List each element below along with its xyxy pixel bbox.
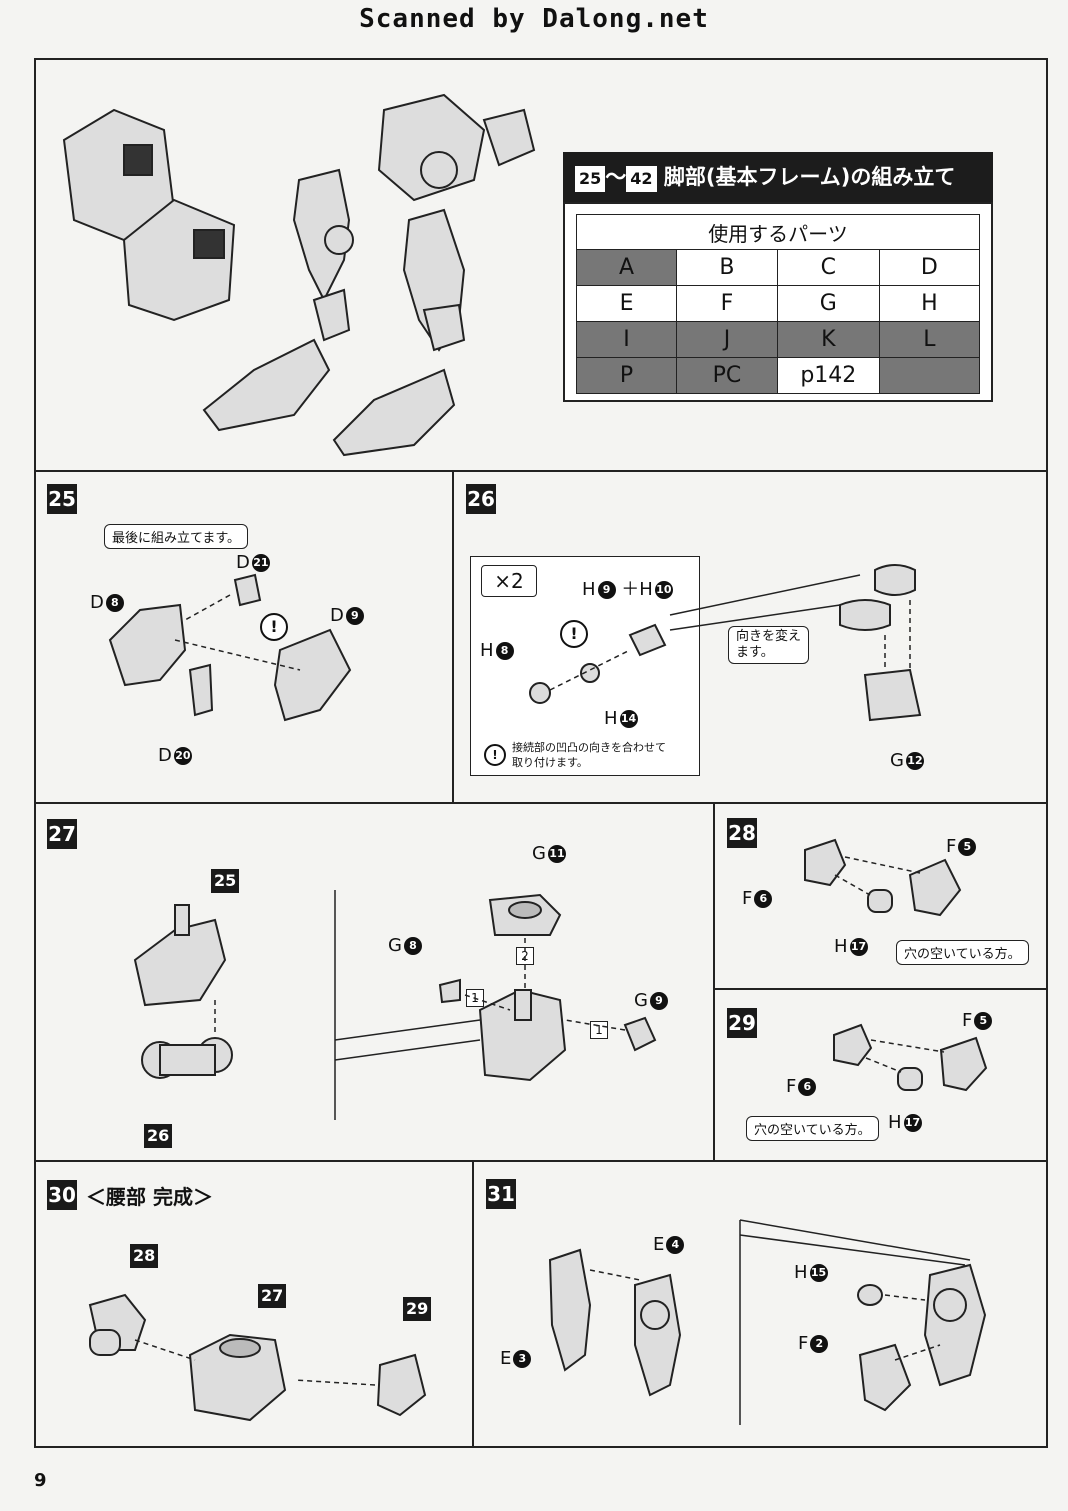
step-29-callout: 穴の空いている方。 bbox=[746, 1116, 879, 1141]
parts-row-3: I J K L bbox=[575, 321, 981, 358]
part-cell: I bbox=[575, 321, 678, 358]
part-cell: E bbox=[575, 285, 678, 322]
divider-bottom bbox=[36, 1160, 1046, 1162]
parts-row-4: P PC p142 bbox=[575, 357, 981, 394]
step-26-illustration bbox=[529, 564, 922, 722]
parts-row-2: E F G H bbox=[575, 285, 981, 322]
step-28-badge: 28 bbox=[727, 818, 757, 848]
part-cell: PC bbox=[676, 357, 778, 394]
step-31-badge: 31 bbox=[486, 1179, 516, 1209]
part-cell: H bbox=[878, 285, 981, 322]
step-28-callout: 穴の空いている方。 bbox=[896, 940, 1029, 965]
step-25-badge: 25 bbox=[47, 484, 77, 514]
part-cell: A bbox=[575, 249, 678, 286]
sub-step-25-badge: 25 bbox=[211, 869, 240, 893]
part-cell bbox=[878, 357, 981, 394]
warning-icon: ! bbox=[260, 613, 288, 641]
part-cell: K bbox=[776, 321, 880, 358]
step-25-illustration bbox=[108, 573, 352, 722]
range-separator: ～ bbox=[605, 165, 627, 189]
step-26-callout: 向きを変え ます。 bbox=[728, 626, 810, 664]
parts-row-1: A B C D bbox=[575, 249, 981, 286]
parts-title-text: 脚部(基本フレーム)の組み立て bbox=[663, 165, 956, 189]
warning-icon: ! bbox=[560, 620, 588, 648]
step-25-callout: 最後に組み立てます。 bbox=[104, 524, 249, 549]
range-start-badge: 25 bbox=[575, 166, 606, 192]
step-28-illustration bbox=[804, 838, 962, 917]
divider-27-28 bbox=[713, 802, 715, 1160]
divider-mid bbox=[36, 802, 1046, 804]
step-30-badge: 30 bbox=[47, 1180, 77, 1210]
step-29-illustration bbox=[833, 1023, 988, 1092]
sub-step-28-badge: 28 bbox=[130, 1244, 159, 1268]
step-29-badge: 29 bbox=[727, 1008, 757, 1038]
sub-step-29-badge: 29 bbox=[403, 1297, 432, 1321]
part-cell: D bbox=[878, 249, 981, 286]
multiplier-badge: ×2 bbox=[481, 565, 537, 597]
part-cell: B bbox=[676, 249, 778, 286]
parts-section-title: 25～42 脚部(基本フレーム)の組み立て bbox=[563, 152, 993, 202]
sub-step-27-badge: 27 bbox=[258, 1284, 287, 1308]
leg-parts-overview-illustration bbox=[62, 93, 536, 457]
note-warning-icon: ! bbox=[484, 744, 506, 766]
part-cell: F bbox=[676, 285, 778, 322]
step-27-badge: 27 bbox=[47, 819, 77, 849]
step-30-title: ＜腰部 完成＞ bbox=[86, 1185, 213, 1209]
step-27-illustration bbox=[133, 890, 657, 1120]
step-26-badge: 26 bbox=[466, 484, 496, 514]
divider-top bbox=[36, 470, 1046, 472]
part-cell: C bbox=[776, 249, 880, 286]
part-cell: L bbox=[878, 321, 981, 358]
part-cell: P bbox=[575, 357, 678, 394]
range-end-badge: 42 bbox=[626, 166, 657, 192]
step-26-note: 接続部の凹凸の向きを合わせて 取り付けます。 bbox=[512, 741, 666, 769]
parts-table: 使用するパーツ A B C D E F G H I J K L P PC p14… bbox=[575, 214, 981, 394]
parts-table-heading: 使用するパーツ bbox=[576, 214, 980, 250]
scan-credit: Scanned by Dalong.net bbox=[359, 4, 709, 34]
divider-30-31 bbox=[472, 1160, 474, 1448]
part-cell: G bbox=[776, 285, 880, 322]
step-31-illustration bbox=[548, 1219, 987, 1425]
part-cell: J bbox=[676, 321, 778, 358]
part-cell: p142 bbox=[776, 357, 880, 394]
step-30-illustration bbox=[88, 1293, 427, 1422]
divider-25-26 bbox=[452, 470, 454, 802]
page-frame bbox=[34, 58, 1048, 1448]
page-number: 9 bbox=[34, 1470, 47, 1491]
divider-28-29 bbox=[713, 988, 1046, 990]
sub-step-26-badge: 26 bbox=[144, 1124, 173, 1148]
